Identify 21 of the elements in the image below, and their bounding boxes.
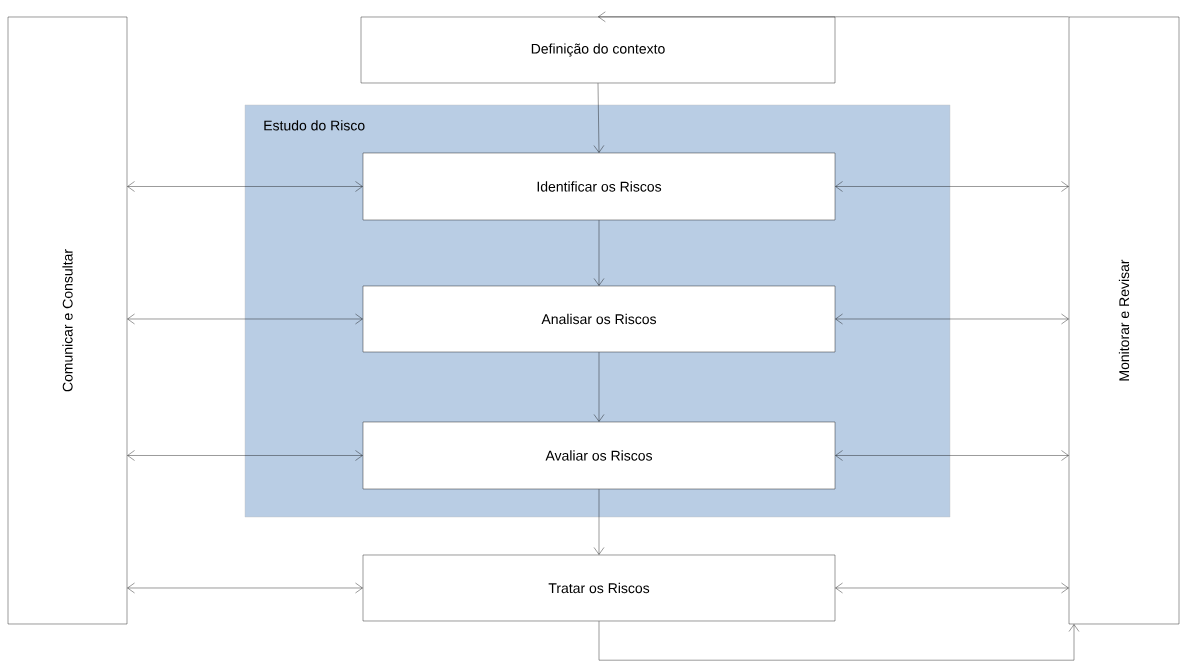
arrow [127, 181, 363, 192]
arrow [835, 450, 1069, 461]
process-box: Identificar os Riscos [362, 152, 836, 221]
arrow [127, 450, 363, 461]
process-box: Avaliar os Riscos [362, 421, 836, 490]
process-box: Definição do contexto [360, 16, 836, 84]
arrow [835, 313, 1069, 325]
arrow [835, 181, 1069, 192]
arrow [835, 582, 1069, 594]
arrow [598, 621, 1080, 661]
arrow [593, 489, 605, 555]
arrow [127, 582, 363, 594]
arrow [127, 313, 363, 325]
process-box: Monitorar e Revisar [1068, 16, 1180, 625]
arrow [598, 11, 1069, 22]
arrow [593, 352, 605, 422]
process-box: Analisar os Riscos [362, 285, 836, 353]
arrow [593, 83, 605, 153]
arrow [593, 220, 605, 286]
process-box: Comunicar e Consultar [7, 16, 128, 625]
process-box: Tratar os Riscos [362, 554, 836, 622]
